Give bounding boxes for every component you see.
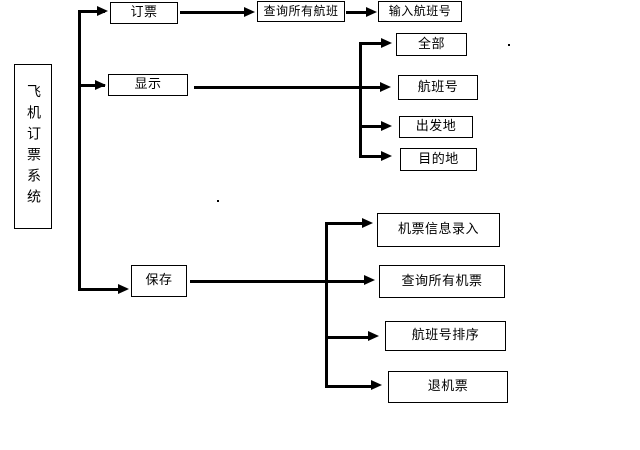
root-node-flight-booking-system: 飞机订票系统 [14, 64, 52, 229]
edge-display-to-options [194, 86, 383, 89]
node-input-flight-number: 输入航班号 [378, 1, 462, 22]
arrowhead-to-refund-ticket [371, 380, 382, 390]
arrowhead-to-query-flights [244, 7, 255, 17]
node-option-departure: 出发地 [399, 116, 473, 138]
edge-to-option-departure [359, 125, 384, 128]
edge-booking-to-query-flights [180, 11, 244, 14]
edge-to-refund-ticket [325, 385, 373, 388]
artifact-speck [217, 200, 219, 202]
node-option-all-label: 全部 [417, 36, 445, 52]
node-query-all-tickets: 查询所有机票 [379, 265, 505, 298]
node-option-destination: 目的地 [400, 148, 477, 171]
node-ticket-info-entry-label: 机票信息录入 [397, 222, 479, 238]
edge-trunk-to-save [78, 288, 124, 291]
arrowhead-to-save [118, 284, 129, 294]
node-option-destination-label: 目的地 [418, 151, 459, 167]
edge-trunk-to-booking [78, 10, 105, 13]
arrowhead-to-booking [97, 6, 108, 16]
node-refund-ticket: 退机票 [388, 371, 508, 403]
edge-to-sort-by-flight-number [325, 336, 370, 339]
arrowhead-to-ticket-info-entry [362, 218, 373, 228]
node-refund-ticket-label: 退机票 [427, 379, 469, 395]
edge-query-flights-to-input-flight-no [346, 11, 368, 14]
arrowhead-to-flight-number-option [380, 82, 391, 92]
node-sort-by-flight-number: 航班号排序 [385, 321, 506, 351]
arrowhead-to-sort-by-flight-number [368, 331, 379, 341]
node-query-all-tickets-label: 查询所有机票 [401, 273, 483, 289]
node-booking: 订票 [110, 2, 178, 24]
edge-to-option-all [359, 42, 384, 45]
edge-to-option-destination [359, 155, 384, 158]
main-trunk-line [78, 10, 81, 290]
node-option-flight-number: 航班号 [398, 75, 478, 100]
node-ticket-info-entry: 机票信息录入 [377, 213, 500, 247]
display-options-trunk-line [359, 42, 362, 155]
node-save-label: 保存 [145, 273, 173, 289]
arrowhead-to-input-flight-no [366, 7, 377, 17]
node-input-flight-number-label: 输入航班号 [388, 4, 452, 19]
node-query-all-flights-label: 查询所有航班 [263, 4, 339, 19]
node-option-all: 全部 [396, 33, 467, 56]
node-sort-by-flight-number-label: 航班号排序 [411, 328, 480, 344]
node-option-departure-label: 出发地 [415, 119, 457, 135]
arrowhead-to-option-all [381, 38, 392, 48]
node-display: 显示 [108, 74, 188, 96]
edge-to-ticket-info-entry [325, 222, 365, 225]
edge-trunk-to-display [78, 84, 105, 87]
node-option-flight-number-label: 航班号 [417, 79, 459, 95]
node-query-all-flights: 查询所有航班 [257, 1, 345, 22]
arrowhead-to-option-departure [381, 121, 392, 131]
node-display-label: 显示 [134, 77, 162, 93]
node-save: 保存 [131, 265, 187, 297]
save-options-trunk-line [325, 222, 328, 386]
arrowhead-to-query-all-tickets [364, 275, 375, 285]
arrowhead-to-option-destination [381, 151, 392, 161]
artifact-speck [508, 44, 510, 46]
arrowhead-to-display [95, 80, 106, 90]
edge-save-to-options [190, 280, 367, 283]
node-booking-label: 订票 [130, 5, 158, 21]
